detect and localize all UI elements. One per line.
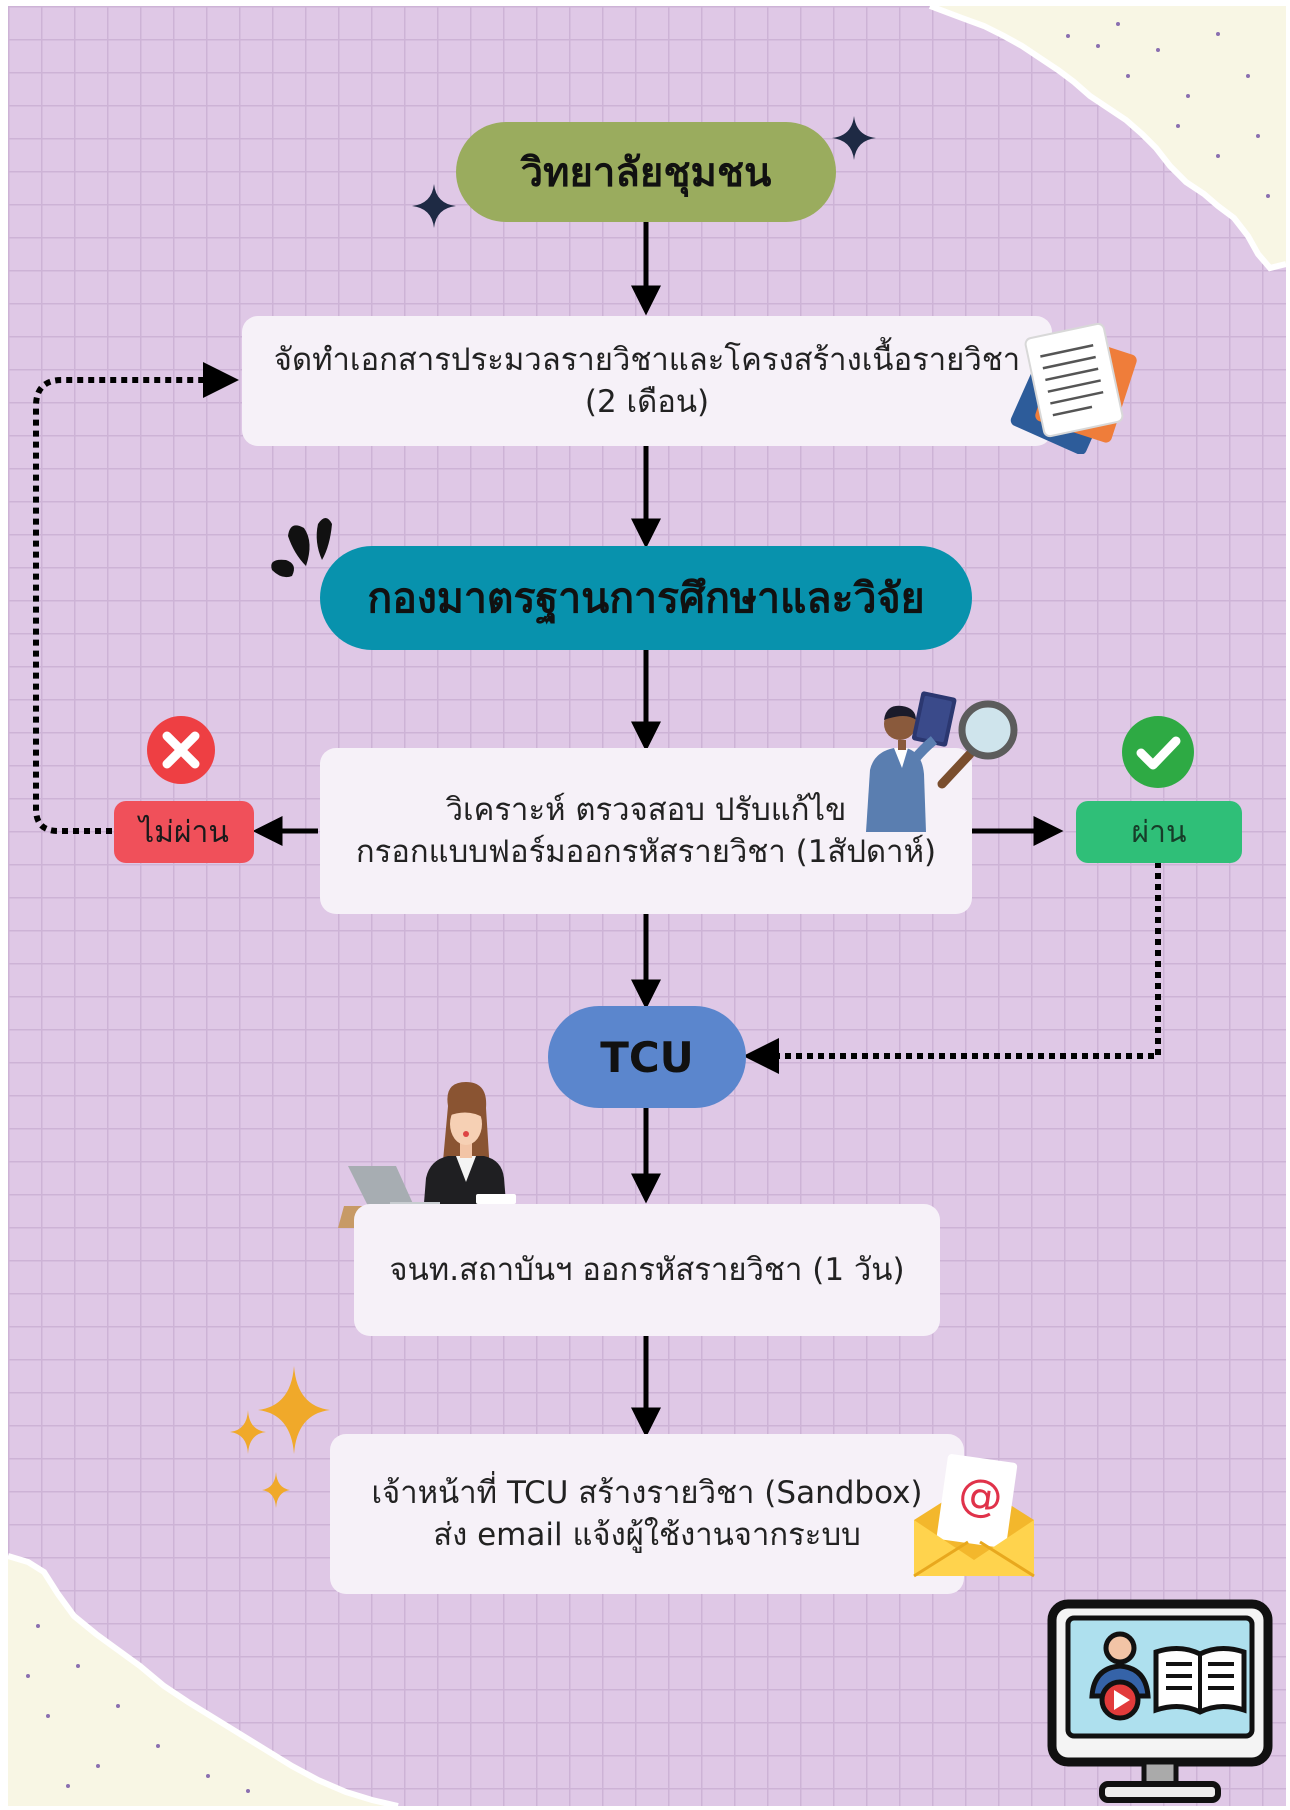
- flow-connectors: [33, 222, 1161, 1438]
- issue-code-label: จนท.สถาบันฯ ออกรหัสรายวิชา (1 วัน): [389, 1252, 905, 1288]
- inspector-icon: [866, 691, 1018, 832]
- create-line1: เจ้าหน้าที่ TCU สร้างรายวิชา (Sandbox): [371, 1475, 923, 1511]
- pass-label: ผ่าน: [1131, 814, 1187, 850]
- fail-label: ไม่ผ่าน: [139, 814, 229, 850]
- flowchart-canvas: วิทยาลัยชุมชน จัดทำเอกสารประมวลรายวิชาแล…: [8, 6, 1286, 1806]
- division-label: กองมาตรฐานการศึกษาและวิจัย: [367, 573, 925, 622]
- review-line1: วิเคราะห์ ตรวจสอบ ปรับแก้ไข: [445, 792, 847, 828]
- college-node: วิทยาลัยชุมชน: [456, 122, 836, 222]
- college-label: วิทยาลัยชุมชน: [520, 150, 772, 196]
- e-learning-monitor-icon: [1047, 1599, 1273, 1803]
- gold-sparkle-icon: [230, 1366, 330, 1508]
- review-box: วิเคราะห์ ตรวจสอบ ปรับแก้ไข กรอกแบบฟอร์ม…: [320, 748, 972, 914]
- torn-paper-bottom-left: [8, 1553, 399, 1806]
- review-line2: กรอกแบบฟอร์มออกรหัสรายวิชา (1สัปดาห์): [355, 834, 937, 870]
- torn-paper-top-right: [928, 6, 1286, 272]
- prepare-line2: (2 เดือน): [584, 384, 710, 420]
- fail-tag: ไม่ผ่าน: [114, 801, 254, 863]
- splash-icon: [271, 518, 332, 578]
- prepare-line1: จัดทำเอกสารประมวลรายวิชาและโครงสร้างเนื้…: [273, 342, 1021, 378]
- tcu-node: TCU: [548, 1006, 746, 1108]
- approve-icon: [1122, 716, 1194, 788]
- sparkle-icon: [832, 116, 876, 160]
- email-icon: @: [913, 1454, 1035, 1578]
- reject-icon: [147, 716, 215, 784]
- pass-tag: ผ่าน: [1076, 801, 1242, 863]
- issue-code-box: จนท.สถาบันฯ ออกรหัสรายวิชา (1 วัน): [354, 1204, 940, 1336]
- sparkle-icon: [412, 184, 456, 228]
- documents-icon: [1010, 322, 1137, 454]
- tcu-label: TCU: [600, 1032, 694, 1082]
- svg-text:@: @: [955, 1468, 1006, 1525]
- create-course-box: เจ้าหน้าที่ TCU สร้างรายวิชา (Sandbox) ส…: [330, 1434, 964, 1594]
- division-node: กองมาตรฐานการศึกษาและวิจัย: [320, 546, 972, 650]
- create-line2: ส่ง email แจ้งผู้ใช้งานจากระบบ: [433, 1517, 861, 1553]
- prepare-documents-box: จัดทำเอกสารประมวลรายวิชาและโครงสร้างเนื้…: [242, 316, 1052, 446]
